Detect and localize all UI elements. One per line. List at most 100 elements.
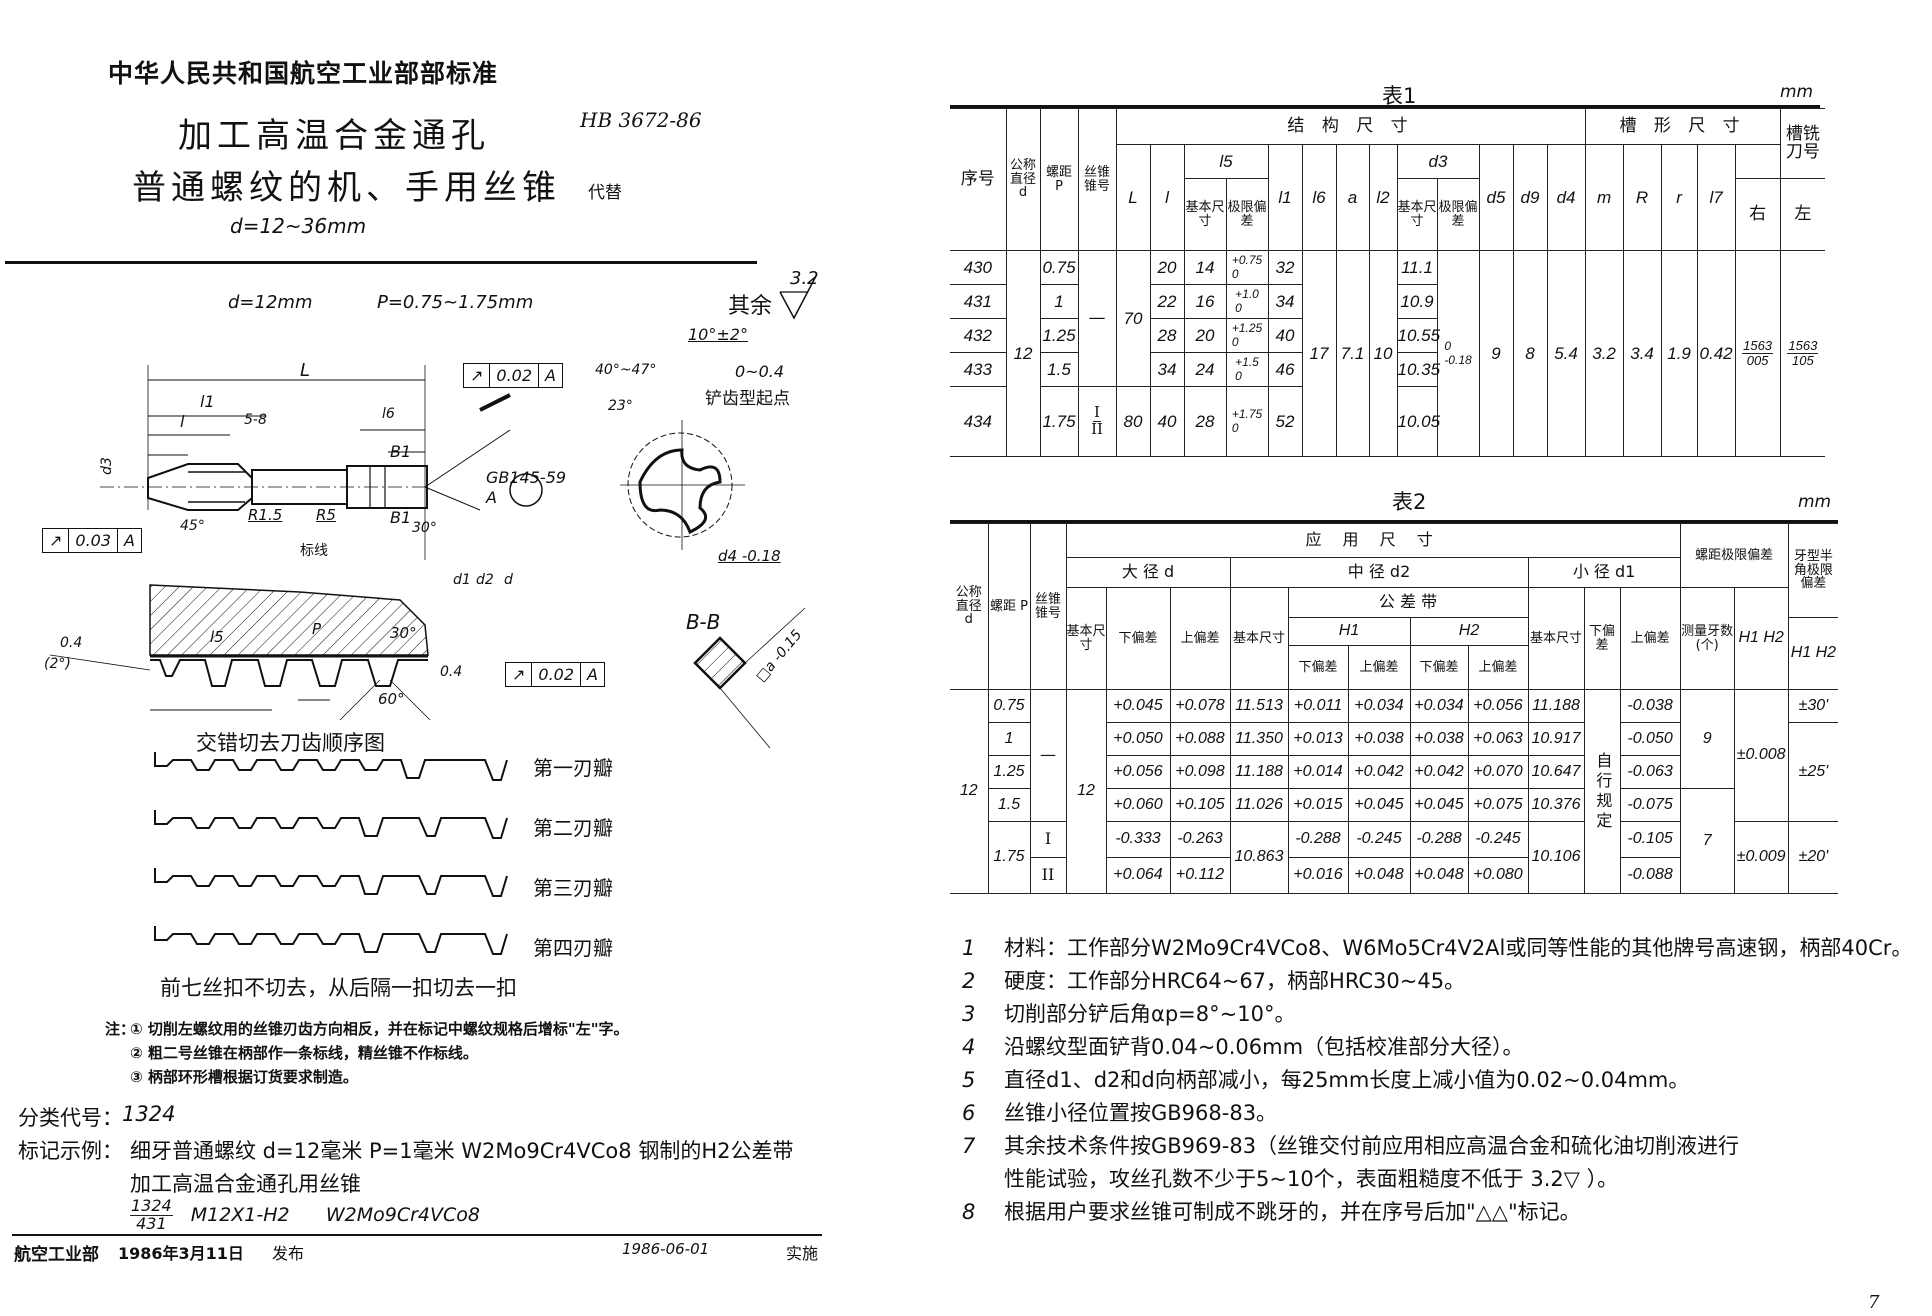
t2-h1-up: +0.048 (1347, 857, 1411, 894)
section-bb-title: B-B (686, 610, 721, 634)
land-label-1: 第一刃瓣 (533, 756, 613, 780)
t2-h-teeth: 测量牙数(个) (1679, 587, 1735, 690)
t1-l: 22 (1149, 284, 1185, 319)
sequence-land-2 (154, 810, 508, 839)
t1-h-L: L (1115, 144, 1151, 251)
header-rule (5, 261, 757, 264)
t1-l2: 10 (1368, 250, 1398, 457)
t1-l1: 32 (1267, 250, 1303, 285)
t2-h-h1-upper: 上偏差 (1347, 645, 1411, 690)
thread-d: d (504, 572, 513, 588)
table-row: 12 0.75 — 12 +0.045 +0.078 11.513 +0.011… (950, 689, 1839, 894)
t2-pd-basic: 10.863 (1229, 821, 1289, 894)
footer-issue-date: 1986年3月11日 (118, 1244, 244, 1263)
dim-R5: R5 (316, 506, 336, 524)
t1-d5: 9 (1478, 250, 1514, 457)
t2-h1-up: +0.042 (1347, 755, 1411, 789)
t2-min-basic: 10.647 (1527, 755, 1585, 789)
t1-h-l6: l6 (1301, 144, 1337, 251)
t1-h-a: a (1335, 144, 1370, 251)
t1-h-right: 右 (1734, 178, 1781, 251)
t1-h-taper: 丝锥锥号 (1077, 108, 1117, 251)
t1-l: 34 (1149, 352, 1185, 387)
t1-h-cutter: 槽铣刀号 (1779, 108, 1826, 179)
page-number: 7 (1868, 1292, 1880, 1313)
t1-R: 3.4 (1622, 250, 1662, 457)
t1-d3: 10.55 (1396, 318, 1440, 353)
dim-5-8: 5-8 (244, 412, 267, 428)
classification-label: 分类代号： (18, 1106, 123, 1130)
t1-taper: — (1077, 250, 1117, 387)
t1-h-l2: l2 (1368, 144, 1398, 251)
t2-maj-up: +0.098 (1169, 755, 1231, 789)
t2-h-pd-h1h2: H1 H2 (1733, 587, 1789, 690)
t2-h2-low: -0.288 (1409, 821, 1469, 858)
t2-p: 1.75 (987, 821, 1031, 894)
t2-h-taper: 丝锥锥号 (1029, 523, 1067, 690)
t1-h-l7: l7 (1696, 144, 1736, 251)
t2-maj-up: +0.105 (1169, 788, 1231, 822)
dim-l: l (180, 412, 185, 431)
table1-unit: mm (1780, 82, 1814, 102)
t1-seq: 430 (950, 250, 1007, 285)
t1-h-m: m (1584, 144, 1624, 251)
roughness-symbol-icon (779, 275, 817, 320)
t1-h-l5: l5 (1183, 144, 1269, 179)
t2-maj-up: +0.078 (1169, 689, 1231, 723)
t2-h2-low: +0.042 (1409, 755, 1469, 789)
t2-h-major-basic: 基本尺寸 (1065, 587, 1107, 690)
t2-pd-basic: 11.350 (1229, 722, 1289, 756)
t1-h-seq: 序号 (950, 108, 1007, 251)
t2-h-minor-lower: 下偏差 (1583, 587, 1621, 690)
t2-h1-up: +0.045 (1347, 788, 1411, 822)
t2-h2-low: +0.038 (1409, 722, 1469, 756)
marking-example-line2: 加工高温合金通孔用丝锥 (130, 1172, 361, 1196)
t1-seq: 434 (950, 386, 1007, 457)
section-bb-drawing (693, 607, 806, 749)
t2-major-basic: 12 (1065, 689, 1107, 894)
marking-example-code: 1324 431 M12X1-H2 W2Mo9Cr4VCo8 (130, 1196, 480, 1233)
t1-d3: 10.05 (1396, 386, 1440, 457)
table-row: 1.5 +0.060 +0.105 11.026 +0.015 +0.045 +… (950, 788, 1838, 894)
left-note-1: ① 切削左螺纹用的丝锥刃齿方向相反，并在标记中螺纹规格后增标"左"字。 (130, 1020, 629, 1038)
t1-h-l5-basic: 基本尺寸 (1183, 178, 1227, 251)
table-row: 1.75 I -0.333 -0.263 10.863 -0.288 -0.24… (950, 821, 1839, 894)
dim-L: L (300, 360, 311, 381)
t2-h-group-apply: 应 用 尺 寸 (1065, 523, 1681, 558)
t1-d3-dev: 0-0.18 (1436, 250, 1480, 457)
t1-m: 3.2 (1584, 250, 1624, 457)
t2-min-up: -0.088 (1619, 857, 1681, 894)
t1-h-d9: d9 (1512, 144, 1548, 251)
t1-h-p: 螺距 P (1039, 108, 1079, 251)
runout-symbol-icon: ↗ (506, 663, 533, 686)
t1-l: 40 (1149, 386, 1185, 457)
thread-l5: l5 (210, 628, 224, 646)
org-standard-heading: 中华人民共和国航空工业部部标准 (108, 59, 499, 88)
t2-h2-up: +0.070 (1467, 755, 1529, 789)
t1-l1: 46 (1267, 352, 1303, 387)
table1-top-rule (950, 105, 1820, 108)
drawing-pitch-label: P=0.75~1.75mm (377, 292, 534, 313)
t2-h1-low: +0.011 (1287, 689, 1349, 723)
t2-taper: I (1029, 821, 1067, 858)
t1-l: 20 (1149, 250, 1185, 285)
t2-min-up: -0.075 (1619, 788, 1681, 822)
runout-frame-thread: ↗ 0.02 A (505, 662, 605, 687)
table1: 序号 公称直径 d 螺距 P 丝锥锥号 结 构 尺 寸 槽 形 尺 寸 槽铣刀号… (950, 108, 1826, 457)
t2-taper: II (1029, 857, 1067, 894)
t1-d3: 10.35 (1396, 352, 1440, 387)
t2-h-h1-lower: 下偏差 (1287, 645, 1349, 690)
t2-h1-low: +0.015 (1287, 788, 1349, 822)
t2-h2-up: +0.063 (1467, 722, 1529, 756)
